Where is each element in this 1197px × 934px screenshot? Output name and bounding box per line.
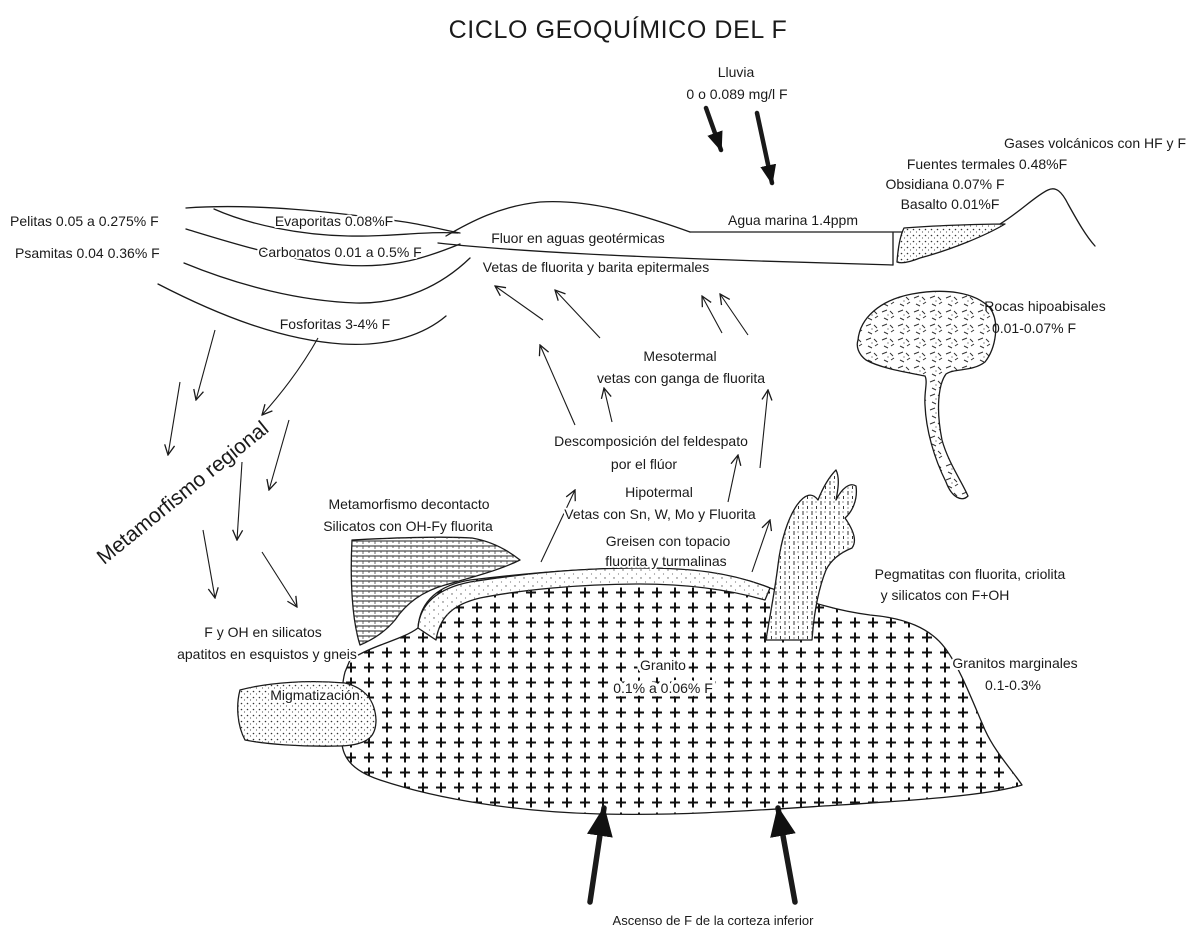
geothermal-waters-label: Fluor en aguas geotérmicas	[491, 230, 665, 246]
marginal-granites-label: Granitos marginales	[952, 655, 1077, 671]
carbonates-label: Carbonatos 0.01 a 0.5% F	[258, 244, 421, 260]
pegmatites-minerals: y silicatos con F+OH	[881, 587, 1010, 603]
epithermal-veins-label: Vetas de fluorita y barita epitermales	[483, 259, 709, 275]
hot-springs-label: Fuentes termales 0.48%F	[907, 156, 1067, 172]
mesothermal-label: Mesotermal	[643, 348, 716, 364]
hypothermal-label: Hipotermal	[625, 484, 693, 500]
feldspar-decomposition-agent: por el flúor	[611, 456, 677, 472]
rain-label: Lluvia	[718, 64, 755, 80]
regional-products-label: F y OH en silicatos	[204, 624, 321, 640]
granite-value: 0.1% a 0.06% F	[613, 680, 713, 696]
pelites-label: Pelitas 0.05 a 0.275% F	[10, 213, 159, 229]
hypabyssal-label: Rocas hipoabisales	[984, 298, 1105, 314]
marginal-granites-value: 0.1-0.3%	[985, 677, 1041, 693]
granite-label: Granito	[640, 657, 686, 673]
psammites-label: Psamitas 0.04 0.36% F	[15, 245, 160, 261]
crust-ascent-label: Ascenso de F de la corteza inferior	[613, 913, 815, 928]
evaporites-label: Evaporitas 0.08%F	[275, 213, 393, 229]
hypabyssal-value: 0.01-0.07% F	[992, 320, 1076, 336]
hypothermal-veins-label: Vetas con Sn, W, Mo y Fluorita	[564, 506, 756, 522]
contact-metamorphism-label: Metamorfismo decontacto	[328, 496, 489, 512]
greisen-minerals-label: fluorita y turmalinas	[605, 553, 726, 569]
migmatization-label: Migmatización	[270, 687, 359, 703]
diagram-title: CICLO GEOQUÍMICO DEL F	[449, 15, 788, 44]
mesothermal-veins-label: vetas con ganga de fluorita	[597, 370, 765, 386]
volcanic-gases-label: Gases volcánicos con HF y F	[1004, 135, 1186, 151]
pegmatites-label: Pegmatitas con fluorita, criolita	[875, 566, 1066, 582]
regional-products-rocks: apatitos en esquistos y gneis	[177, 646, 357, 662]
basalt-label: Basalto 0.01%F	[901, 196, 1000, 212]
phosphorites-label: Fosforitas 3-4% F	[280, 316, 390, 332]
rain-value: 0 o 0.089 mg/l F	[686, 86, 787, 102]
contact-metamorphism-minerals: Silicatos con OH-Fy fluorita	[323, 518, 493, 534]
greisen-label: Greisen con topacio	[606, 533, 731, 549]
sea-water-label: Agua marina 1.4ppm	[728, 212, 858, 228]
obsidian-label: Obsidiana 0.07% F	[885, 176, 1004, 192]
feldspar-decomposition-label: Descomposición del feldespato	[554, 433, 748, 449]
